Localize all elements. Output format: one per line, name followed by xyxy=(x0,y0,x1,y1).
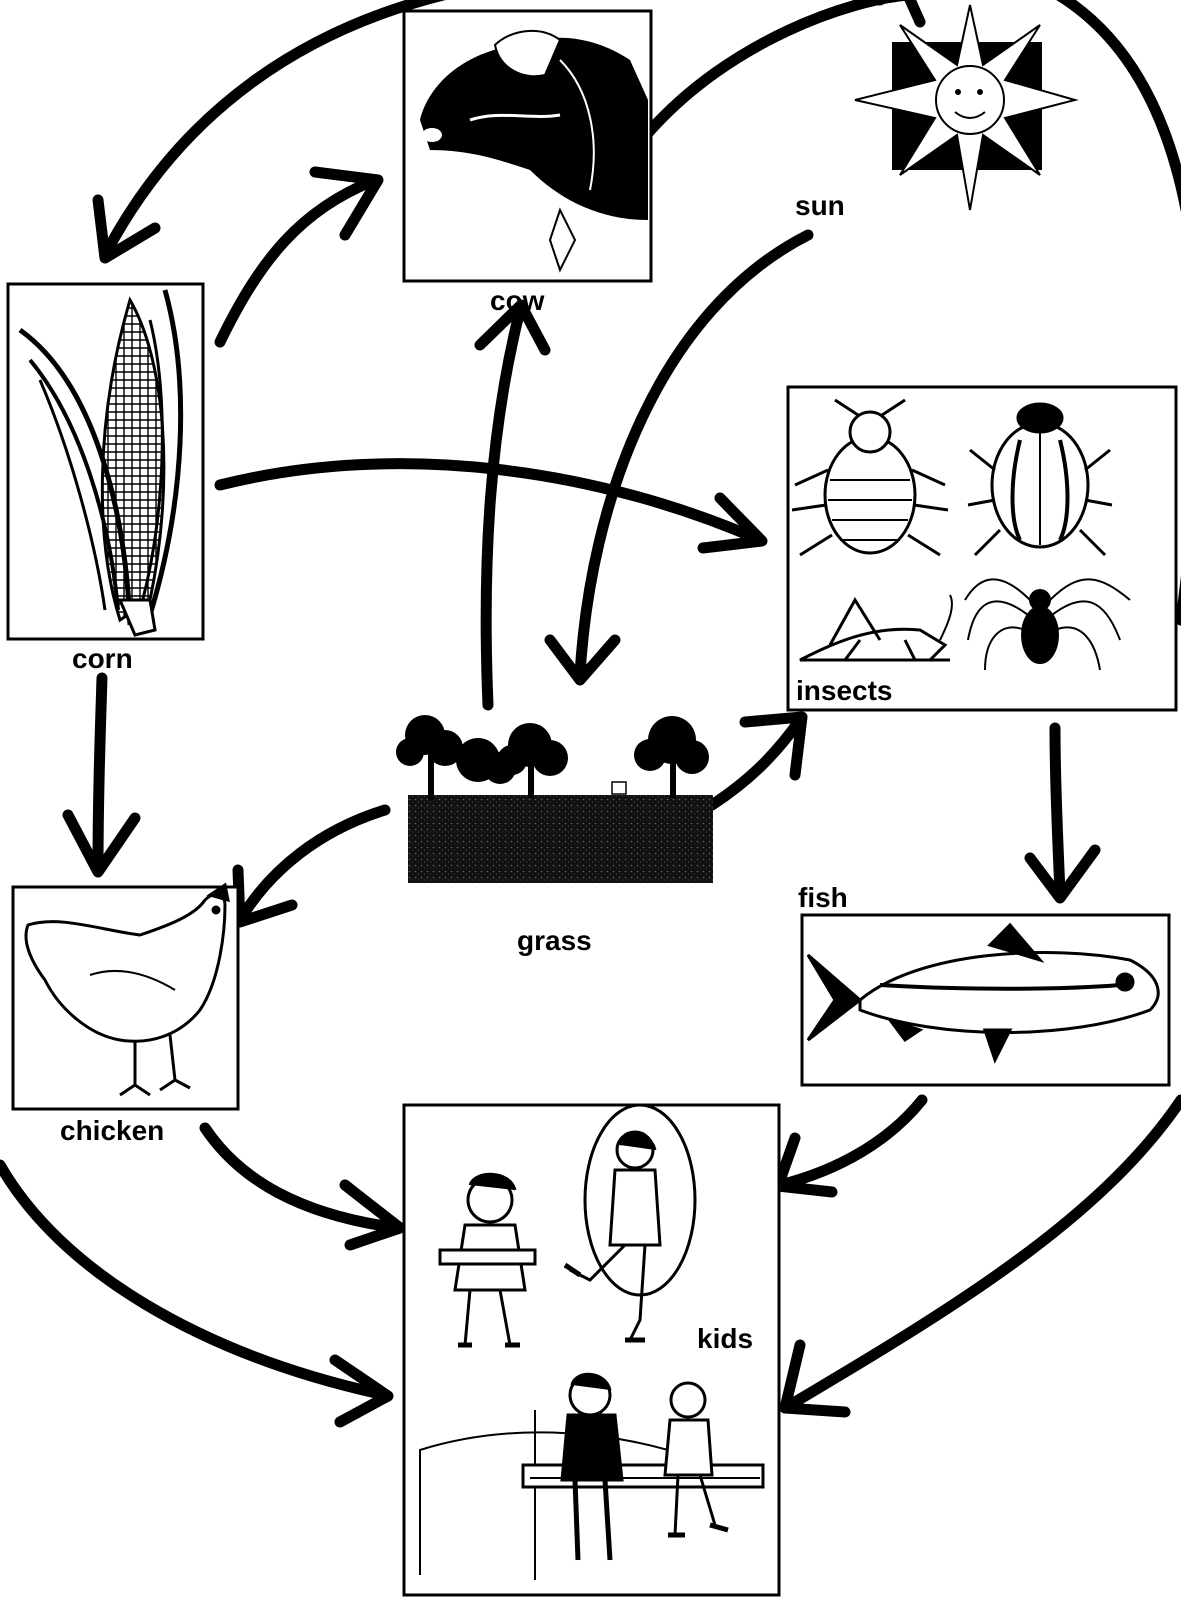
corn-label: corn xyxy=(72,643,133,674)
grass-field xyxy=(408,795,713,883)
arrow-corn-to-cow xyxy=(220,172,378,342)
arrow-grass-to-insects xyxy=(712,717,802,805)
sun-icon xyxy=(855,5,1075,210)
grass-label: grass xyxy=(517,925,592,956)
fish-label: fish xyxy=(798,882,848,913)
insects-label: insects xyxy=(796,675,893,706)
arrow-chicken-to-kids xyxy=(205,1128,400,1245)
fish-node xyxy=(802,915,1169,1085)
chicken-node xyxy=(13,885,238,1109)
arrow-grass-to-cow xyxy=(480,305,545,705)
house-icon xyxy=(612,782,626,794)
arrow-sun-to-kids-left xyxy=(0,1165,388,1422)
kids-label: kids xyxy=(697,1323,753,1354)
sun-label: sun xyxy=(795,190,845,221)
arrow-sun-to-grass xyxy=(550,235,808,680)
sun-node xyxy=(855,5,1075,210)
corn-node xyxy=(8,284,203,639)
trees-icon xyxy=(396,715,709,800)
grass-node xyxy=(396,715,713,883)
cow-node xyxy=(404,11,651,281)
arrow-fish-to-kids xyxy=(778,1100,922,1192)
arrow-corn-to-chicken xyxy=(68,678,135,872)
arrow-sun-to-cow xyxy=(648,0,920,133)
insects-node xyxy=(788,387,1176,710)
arrow-grass-to-chicken xyxy=(238,810,385,922)
arrow-insects-to-fish xyxy=(1030,728,1095,898)
cow-label: cow xyxy=(490,285,545,316)
chicken-label: chicken xyxy=(60,1115,164,1146)
